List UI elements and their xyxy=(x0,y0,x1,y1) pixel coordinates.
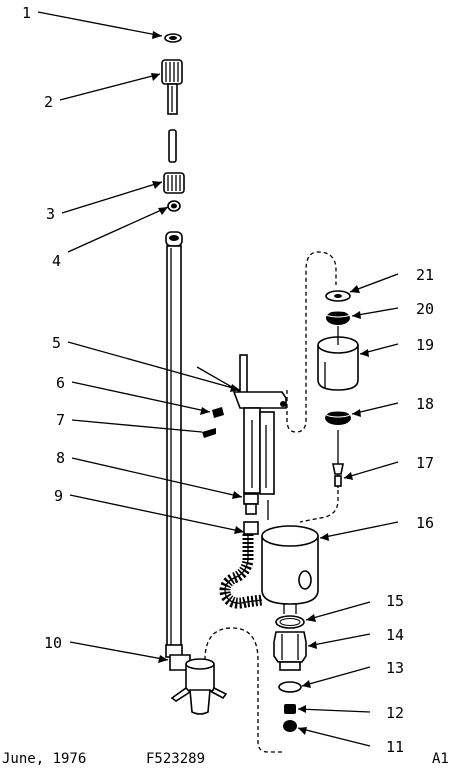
callout-1: 1 xyxy=(22,4,31,22)
footer-date: June, 1976 xyxy=(2,751,86,767)
callout-15: 15 xyxy=(386,592,404,610)
callout-13: 13 xyxy=(386,659,404,677)
part-12-plug xyxy=(284,704,296,714)
leader-lines xyxy=(37,11,399,747)
part-21-cap xyxy=(325,290,351,302)
callout-2: 2 xyxy=(44,93,53,111)
part-5-bracket xyxy=(196,354,287,520)
callout-3: 3 xyxy=(46,205,55,223)
part-7-screw xyxy=(202,428,216,438)
part-18-disc xyxy=(325,410,351,425)
part-2-knurled-nut xyxy=(161,59,183,115)
part-1-washer xyxy=(164,33,182,43)
callout-19: 19 xyxy=(416,336,434,354)
callout-14: 14 xyxy=(386,626,404,644)
part-13-washer xyxy=(278,681,302,693)
callout-17: 17 xyxy=(416,454,434,472)
callout-9: 9 xyxy=(54,487,63,505)
callout-7: 7 xyxy=(56,411,65,429)
part-6-screw xyxy=(212,407,224,418)
part-15-gasket xyxy=(275,615,305,629)
part-17-valve-stem xyxy=(332,430,344,488)
callout-16: 16 xyxy=(416,514,434,532)
callout-21: 21 xyxy=(416,266,434,284)
callout-5: 5 xyxy=(52,334,61,352)
callout-4: 4 xyxy=(52,252,61,270)
footer-code: F523289 xyxy=(146,751,205,767)
callout-20: 20 xyxy=(416,300,434,318)
part-10-bottom-fitting xyxy=(169,654,228,715)
connecting-pin xyxy=(168,129,177,163)
callout-18: 18 xyxy=(416,395,434,413)
footer-sheet: A1 xyxy=(432,751,449,767)
part-4-ring xyxy=(167,200,181,212)
callout-8: 8 xyxy=(56,449,65,467)
part-19-cylinder xyxy=(317,326,359,391)
callout-12: 12 xyxy=(386,704,404,722)
part-16-housing xyxy=(261,525,319,614)
part-14-hex-fitting xyxy=(273,631,307,671)
part-11-disc xyxy=(283,720,297,732)
part-20-seal xyxy=(325,310,351,325)
callout-11: 11 xyxy=(386,738,404,756)
callout-6: 6 xyxy=(56,374,65,392)
part-8-fitting xyxy=(243,493,259,515)
part-9-hose xyxy=(219,521,263,609)
part-3-knurled-nut xyxy=(163,172,185,194)
callout-10: 10 xyxy=(44,634,62,652)
long-tube xyxy=(165,231,183,658)
